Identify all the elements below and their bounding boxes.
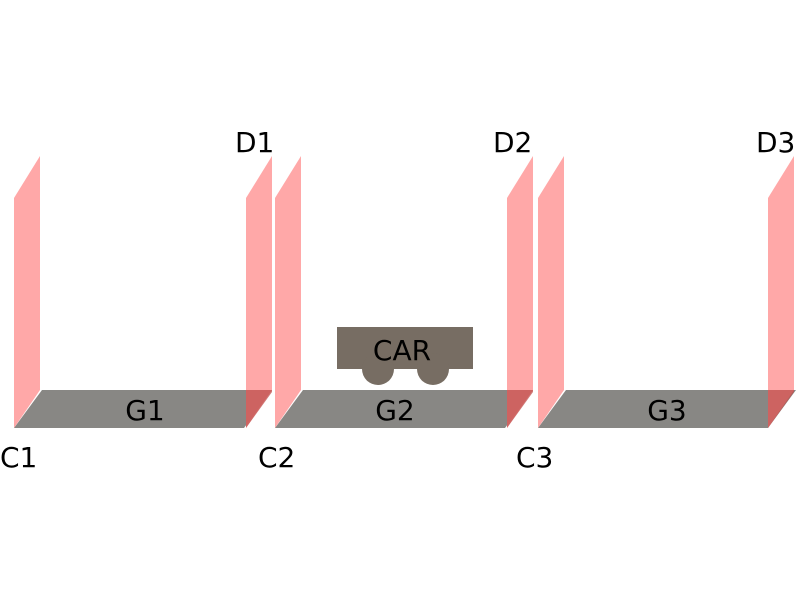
- floor-label-g3: G3: [647, 394, 687, 427]
- floor-label-g2: G2: [375, 394, 415, 427]
- wall-label-d1: D1: [235, 126, 274, 159]
- car-wheel-left: [362, 353, 394, 385]
- wall-overlap-3: [768, 390, 794, 428]
- car-wheel-right: [417, 353, 449, 385]
- floor-g1: [14, 390, 272, 428]
- car-body: [337, 327, 473, 369]
- wall-c2: [275, 156, 301, 428]
- wall-label-d2: D2: [493, 126, 532, 159]
- wall-d1: [246, 156, 272, 428]
- wall-label-d3: D3: [756, 126, 795, 159]
- wall-d2: [507, 156, 533, 428]
- platform-3: G3 C3 D3: [516, 126, 796, 474]
- platform-2: G2 C2 D2: [258, 126, 533, 474]
- corner-label-c1: C1: [0, 441, 37, 474]
- corner-label-c3: C3: [516, 441, 553, 474]
- floor-g3: [538, 390, 796, 428]
- platform-1: G1 C1 D1: [0, 126, 274, 474]
- floor-g2: [275, 390, 533, 428]
- corner-label-c2: C2: [258, 441, 295, 474]
- car-label: CAR: [373, 334, 431, 367]
- wall-c3: [538, 156, 564, 428]
- floor-label-g1: G1: [125, 394, 165, 427]
- wall-c1: [14, 156, 40, 428]
- car: CAR: [337, 327, 473, 385]
- wall-overlap-2: [507, 390, 533, 428]
- wall-d3: [768, 156, 794, 428]
- wall-overlap-1: [246, 390, 272, 428]
